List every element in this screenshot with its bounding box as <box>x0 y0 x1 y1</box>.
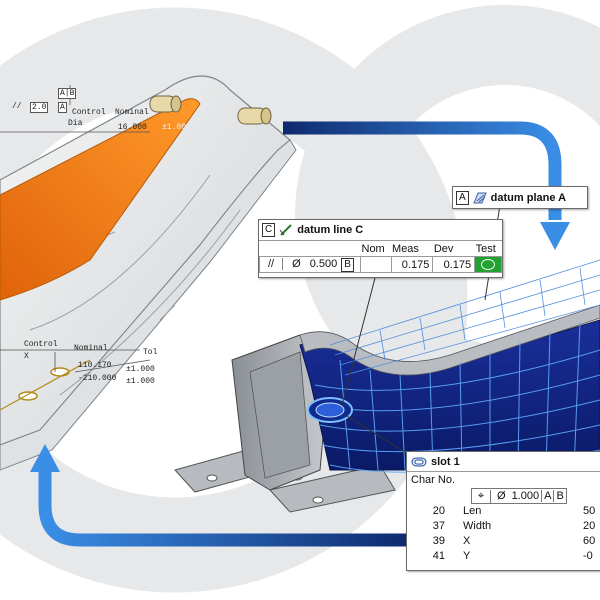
table-row: 39 X 60 <box>407 535 600 550</box>
left-part-inner-rib-2 <box>59 209 241 396</box>
datum-plane-label: datum plane A <box>490 191 567 204</box>
dia-label: Dia <box>68 119 83 128</box>
slot-datum-a: A <box>541 490 553 502</box>
slot-panel[interactable]: slot 1 Char No. ⌖ Ø 1.000 A B 20 Len 50 … <box>406 451 600 571</box>
col-nom: Nom <box>361 242 385 255</box>
nom-cell <box>360 256 392 273</box>
row-name: Y <box>463 550 471 562</box>
pass-ring-icon <box>481 259 496 271</box>
fcf-datum-ref: B <box>341 257 354 272</box>
nominal-label: Nominal <box>115 108 149 117</box>
fixture-base-right <box>269 464 396 513</box>
fcf-tol: 0.500 <box>309 257 338 270</box>
slot-label: slot 1 <box>431 455 460 468</box>
datum-line-label: datum line C <box>297 224 364 236</box>
arrow-top-right-head <box>540 222 570 250</box>
grid-control-label: Control <box>24 340 58 349</box>
grid-nominal-label: Nominal <box>74 344 108 353</box>
row-value: 50 <box>583 505 596 517</box>
plane-hatch-icon <box>472 192 487 204</box>
grid-x-tol: ±1.000 <box>126 365 155 374</box>
left-part-inner-rib <box>29 174 211 331</box>
slot-position-tol: 1.000 <box>511 490 540 502</box>
datum-line-letter: C <box>262 223 276 237</box>
nominal-value: 16.000 <box>118 123 147 132</box>
fcf-datum: A <box>58 102 67 113</box>
test-pass-indicator <box>474 256 502 273</box>
row-name: Len <box>463 505 482 517</box>
datum-line-table: Nom Meas Dev Test // Ø 0.500 B 0.175 0.1… <box>259 241 502 273</box>
control-label: Control <box>72 108 106 117</box>
fcf-parallel: // <box>12 102 22 111</box>
datum-plane-letter: A <box>456 190 469 205</box>
leader-slot <box>344 414 411 456</box>
left-slot-2 <box>18 391 38 401</box>
left-slot <box>50 367 70 377</box>
datum-tag-ab: A|B <box>58 88 77 99</box>
dev-value: 0.175 <box>432 256 476 273</box>
table-row: 20 Len 50 <box>407 505 600 520</box>
tol-partial: ±1.00 <box>162 123 187 132</box>
arrow-bottom-left <box>38 470 410 547</box>
grid-x-value: 110.170 <box>78 361 112 370</box>
col-test: Test <box>475 242 496 255</box>
row-no: 37 <box>432 520 445 532</box>
row-name: Width <box>463 520 492 532</box>
row-no: 39 <box>432 535 445 547</box>
fcf-cell: // Ø 0.500 B <box>259 256 361 273</box>
grid-y-value: -210.000 <box>78 374 117 383</box>
leader-datum-line <box>341 277 376 406</box>
highlighted-surface <box>0 98 201 301</box>
parallel-symbol: // <box>260 257 283 270</box>
slot-diameter: Ø <box>497 490 506 502</box>
row-value: 20 <box>583 520 596 532</box>
datum-plane-mesh <box>329 259 600 376</box>
arrow-bottom-left-head <box>30 444 60 472</box>
position-fcf: ⌖ Ø 1.000 A B <box>471 488 567 504</box>
row-name: X <box>463 535 471 547</box>
slot-datum-b: B <box>553 490 565 502</box>
line-axis-icon <box>279 224 293 236</box>
row-value: -0 <box>583 550 593 562</box>
row-no: 20 <box>432 505 445 517</box>
slot-char-header: Char No. <box>411 474 456 486</box>
slot-feature-icon <box>411 456 427 468</box>
table-row: 41 Y -0 <box>407 550 600 565</box>
diameter-symbol: Ø <box>292 257 301 270</box>
col-meas: Meas <box>392 242 419 255</box>
row-value: 60 <box>583 535 596 547</box>
datum-line-panel[interactable]: C datum line C Nom Meas Dev Test // Ø 0.… <box>258 219 503 278</box>
arrow-top-right <box>283 121 562 220</box>
table-row: 37 Width 20 <box>407 520 600 535</box>
left-part-flange <box>0 139 297 471</box>
slot-rows: 20 Len 50 37 Width 20 39 X 60 41 Y -0 <box>407 505 600 565</box>
position-symbol-icon: ⌖ <box>472 489 491 503</box>
meas-value: 0.175 <box>390 256 434 273</box>
grid-y-tol: ±1.000 <box>126 377 155 386</box>
fcf-value: 2.0 <box>30 102 49 113</box>
col-dev: Dev <box>433 242 454 255</box>
grid-tol-label: Tol <box>143 348 158 357</box>
datum-plane-panel[interactable]: A datum plane A <box>452 186 588 209</box>
grid-x-label: X <box>24 352 29 361</box>
row-no: 41 <box>432 550 445 562</box>
